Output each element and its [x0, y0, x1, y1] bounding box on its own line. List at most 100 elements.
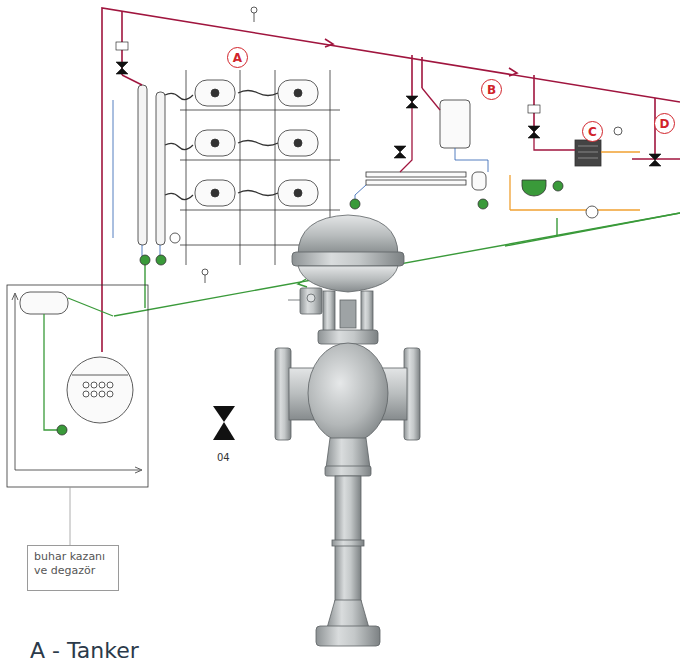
- exchanger-group: [601, 151, 640, 152]
- heat-exchanger-group: [278, 180, 318, 206]
- boiler-system: [99, 391, 105, 397]
- control-valve-photo: [327, 600, 369, 628]
- control-valve-photo: [325, 466, 371, 476]
- steam-line: [509, 68, 517, 76]
- valve-symbol: [528, 105, 540, 113]
- section-letter: D: [660, 118, 670, 130]
- heat-exchanger-group: [195, 80, 235, 106]
- condensate-line: [114, 213, 680, 316]
- heat-exchanger-group: [211, 139, 219, 147]
- valve-symbol: [394, 146, 406, 158]
- valve-symbol: [116, 62, 128, 74]
- steam-line: [102, 8, 680, 352]
- control-valve-photo: [307, 294, 315, 302]
- control-valve-photo: [318, 330, 378, 344]
- heat-exchanger-group: [278, 130, 318, 156]
- boiler-system: [91, 391, 97, 397]
- section-letter: C: [588, 126, 597, 138]
- valve-icon: [213, 406, 235, 440]
- section-marker: D: [654, 113, 675, 134]
- valve-symbol: [528, 126, 540, 138]
- condensate-line: [298, 279, 307, 287]
- control-valve-photo: [275, 215, 420, 646]
- boiler-system: [7, 285, 148, 545]
- control-valve-photo: [332, 540, 364, 546]
- valve-icon: [213, 422, 235, 440]
- valve-icon: [213, 406, 235, 422]
- gauge-symbol: [202, 7, 622, 283]
- section-marker: C: [582, 121, 603, 142]
- boiler-system: [83, 391, 89, 397]
- heat-exchanger-group: [165, 91, 278, 200]
- tank-group: [355, 185, 366, 200]
- exchanger-group: [575, 140, 601, 166]
- tank-group: [350, 199, 360, 209]
- boiler-system: [107, 382, 113, 388]
- condensate-line: [114, 213, 680, 316]
- tank-group: [366, 180, 466, 185]
- tank-group: [400, 100, 412, 172]
- heat-exchanger-group: [138, 85, 147, 245]
- heat-exchanger-group: [156, 92, 165, 245]
- heat-exchanger-group: [211, 89, 219, 97]
- control-valve-photo: [300, 288, 322, 314]
- heat-exchanger-group: [278, 80, 318, 106]
- valve-symbol: [649, 154, 661, 166]
- boiler-system: [91, 382, 97, 388]
- heat-exchanger-group: [195, 180, 235, 206]
- exchanger-group: [510, 130, 640, 218]
- heat-exchanger-group: [294, 139, 302, 147]
- heat-exchanger-group: [113, 100, 114, 238]
- boiler-system: [12, 293, 18, 300]
- tank-group: [440, 100, 470, 148]
- exchanger-group: [578, 146, 598, 158]
- condensate-line: [556, 218, 557, 235]
- exchanger-group: [553, 181, 563, 191]
- boiler-system: [72, 375, 128, 376]
- boiler-system: [7, 285, 148, 487]
- boiler-system: [44, 314, 67, 430]
- tank-group: [422, 88, 440, 110]
- exchanger-group: [534, 130, 575, 150]
- control-valve-photo: [316, 626, 380, 646]
- caption-box: buhar kazanı ve degazör: [27, 545, 119, 591]
- boiler-system: [107, 391, 113, 397]
- control-valve-photo: [298, 215, 398, 255]
- section-marker: A: [227, 47, 248, 68]
- caption-text: buhar kazanı ve degazör: [34, 550, 112, 578]
- callout-number: 04: [217, 452, 230, 463]
- heat-exchanger-group: [122, 75, 142, 85]
- boiler-system: [83, 382, 113, 397]
- heat-exchanger-group: [180, 160, 340, 161]
- boiler-system: [67, 357, 133, 423]
- valve-symbol: [116, 42, 661, 166]
- tank-group: [350, 88, 488, 209]
- steam-line: [102, 8, 680, 352]
- boiler-system: [99, 382, 105, 388]
- section-letter: B: [487, 84, 496, 96]
- tank-group: [478, 199, 488, 209]
- valve-symbol: [406, 96, 418, 108]
- heat-exchanger-group: [180, 110, 340, 111]
- exchanger-group: [509, 175, 510, 210]
- boiler-system: [70, 487, 71, 545]
- exchanger-group: [586, 206, 598, 218]
- boiler-system: [68, 298, 113, 316]
- heat-exchanger-group: [294, 89, 302, 97]
- control-valve-photo: [323, 291, 335, 333]
- heat-exchanger-group: [180, 210, 340, 211]
- exchanger-group: [522, 180, 546, 196]
- steam-line: [421, 57, 423, 88]
- control-valve-photo: [361, 291, 373, 333]
- boiler-system: [135, 467, 142, 473]
- boiler-system: [15, 470, 140, 471]
- control-valve-photo: [340, 300, 356, 328]
- boiler-system: [83, 382, 89, 388]
- control-valve-photo: [308, 343, 388, 443]
- boiler-system: [57, 425, 67, 435]
- heat-exchanger-group: [195, 130, 235, 156]
- heat-exchanger-group: [140, 255, 150, 265]
- tank-group: [455, 148, 488, 172]
- gauge-symbol: [254, 13, 255, 22]
- control-valve-photo: [292, 252, 404, 266]
